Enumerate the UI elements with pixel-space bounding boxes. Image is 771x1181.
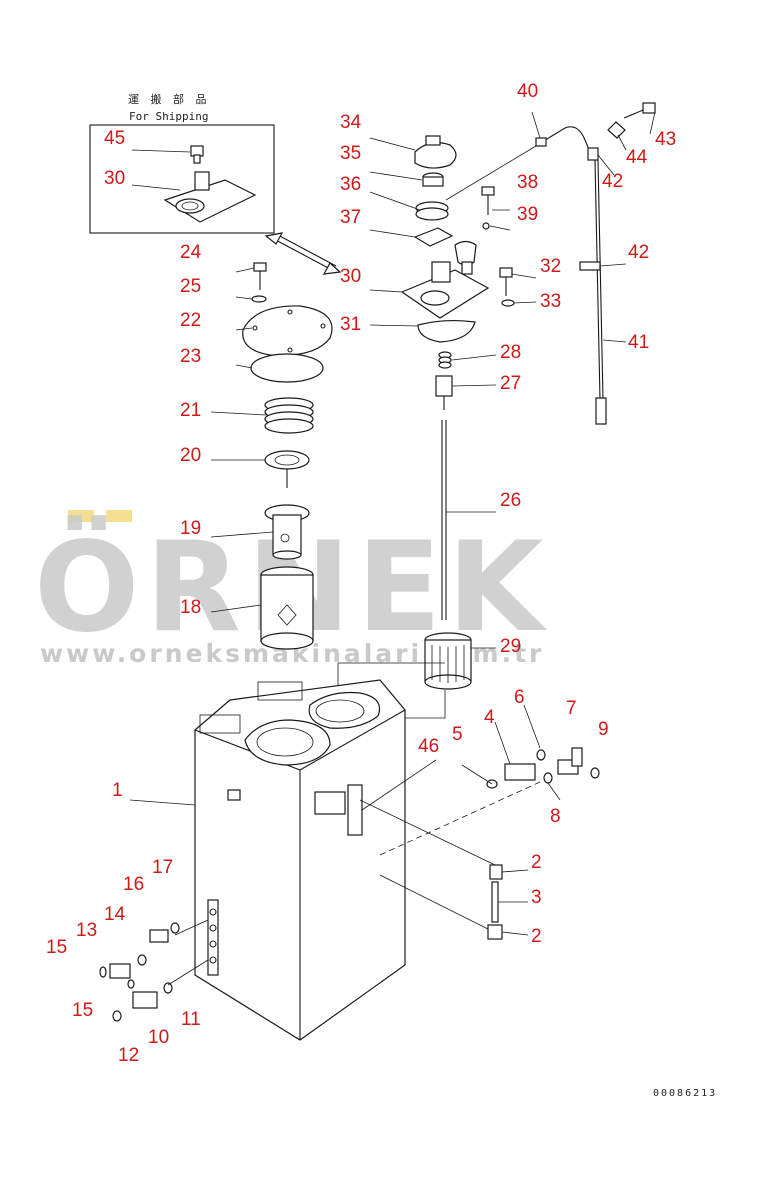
callout-5: 5 bbox=[452, 724, 463, 745]
callout-39: 39 bbox=[517, 204, 538, 225]
shipping-label-en: For Shipping bbox=[129, 110, 208, 123]
fitting-4 bbox=[486, 763, 536, 789]
drawing-code: 00086213 bbox=[653, 1088, 717, 1099]
callout-37: 37 bbox=[340, 207, 361, 228]
callout-24: 24 bbox=[180, 242, 202, 263]
callout-33: 33 bbox=[540, 291, 561, 312]
spring-21 bbox=[264, 397, 314, 434]
breather-valve bbox=[454, 240, 477, 275]
callout-2-lower: 2 bbox=[531, 926, 542, 947]
callout-16: 16 bbox=[123, 874, 144, 895]
bolt-32 bbox=[499, 267, 513, 296]
shipping-cover-plate bbox=[163, 171, 257, 223]
callout-25: 25 bbox=[180, 276, 201, 297]
callout-13: 13 bbox=[76, 920, 97, 941]
adapter-36 bbox=[415, 201, 449, 221]
shipping-label-jp: 運 搬 部 品 bbox=[128, 92, 211, 106]
callout-29: 29 bbox=[500, 636, 521, 657]
callout-2-upper: 2 bbox=[531, 852, 542, 873]
cap-34 bbox=[414, 135, 457, 169]
callout-44: 44 bbox=[626, 147, 648, 168]
callout-15-lower: 15 bbox=[72, 1000, 93, 1021]
callout-17: 17 bbox=[152, 857, 173, 878]
callout-21: 21 bbox=[180, 400, 201, 421]
nut-27 bbox=[435, 375, 453, 410]
callout-1: 1 bbox=[112, 780, 123, 801]
callout-9: 9 bbox=[598, 719, 609, 740]
oring-9 bbox=[590, 767, 600, 779]
callout-23: 23 bbox=[180, 346, 201, 367]
callout-35: 35 bbox=[340, 143, 361, 164]
oring-6 bbox=[536, 749, 546, 761]
filter-element-18 bbox=[260, 566, 314, 650]
callout-19: 19 bbox=[180, 518, 201, 539]
valve-20 bbox=[264, 450, 310, 488]
callout-32: 32 bbox=[540, 256, 561, 277]
callout-8: 8 bbox=[550, 806, 561, 827]
callout-6: 6 bbox=[514, 687, 525, 708]
strainer-19 bbox=[264, 504, 310, 560]
callout-20: 20 bbox=[180, 445, 201, 466]
callout-38: 38 bbox=[517, 172, 538, 193]
callout-40: 40 bbox=[517, 81, 538, 102]
callout-14: 14 bbox=[104, 904, 126, 925]
oring-8 bbox=[543, 772, 553, 784]
callout-15-upper: 15 bbox=[46, 937, 67, 958]
leader-lines bbox=[129, 111, 656, 936]
callout-34: 34 bbox=[340, 112, 362, 133]
flange-30 bbox=[400, 261, 490, 319]
gasket-23 bbox=[250, 353, 324, 383]
callout-46: 46 bbox=[418, 736, 439, 757]
gasket-31 bbox=[417, 319, 476, 343]
lower-fittings bbox=[99, 919, 209, 1022]
hydraulic-tank-1 bbox=[194, 679, 406, 1041]
callout-36: 36 bbox=[340, 174, 361, 195]
filter-29 bbox=[424, 632, 472, 690]
watermark-accent-left bbox=[68, 510, 94, 522]
callout-numbers: 45 30 34 35 36 37 38 39 40 43 44 42 42 4… bbox=[46, 81, 676, 1066]
shipping-arrow bbox=[264, 232, 342, 275]
watermark-accent-right bbox=[106, 510, 132, 522]
ring-35 bbox=[422, 172, 444, 187]
rod-26 bbox=[441, 420, 447, 620]
callout-45: 45 bbox=[104, 128, 125, 149]
breather-38-parts bbox=[481, 186, 495, 230]
callout-7: 7 bbox=[566, 698, 577, 719]
callout-42-top: 42 bbox=[602, 171, 623, 192]
elbow-7 bbox=[557, 747, 583, 775]
callout-3: 3 bbox=[531, 887, 542, 908]
cover-22 bbox=[242, 305, 333, 356]
callout-22: 22 bbox=[180, 310, 201, 331]
callout-41: 41 bbox=[628, 332, 649, 353]
callout-30-right: 30 bbox=[340, 266, 361, 287]
callout-27: 27 bbox=[500, 373, 521, 394]
bolt-24 bbox=[253, 262, 267, 290]
breather-pipe bbox=[445, 102, 656, 425]
washer-33 bbox=[501, 299, 515, 307]
shipping-frame bbox=[89, 124, 275, 234]
callout-28: 28 bbox=[500, 342, 521, 363]
callout-43: 43 bbox=[655, 129, 676, 150]
callout-18: 18 bbox=[180, 597, 201, 618]
gasket-37 bbox=[413, 227, 454, 247]
washer-25 bbox=[251, 295, 267, 303]
callout-30-shipping: 30 bbox=[104, 168, 125, 189]
callout-11: 11 bbox=[181, 1009, 201, 1030]
spring-28 bbox=[438, 351, 452, 369]
shipping-box: 運 搬 部 品 For Shipping bbox=[89, 92, 275, 234]
callout-12: 12 bbox=[118, 1045, 139, 1066]
callout-31: 31 bbox=[340, 314, 361, 335]
callout-26: 26 bbox=[500, 490, 521, 511]
callout-4: 4 bbox=[484, 707, 495, 728]
callout-42-mid: 42 bbox=[628, 242, 649, 263]
callout-10: 10 bbox=[148, 1027, 169, 1048]
shipping-bolt bbox=[190, 145, 204, 164]
